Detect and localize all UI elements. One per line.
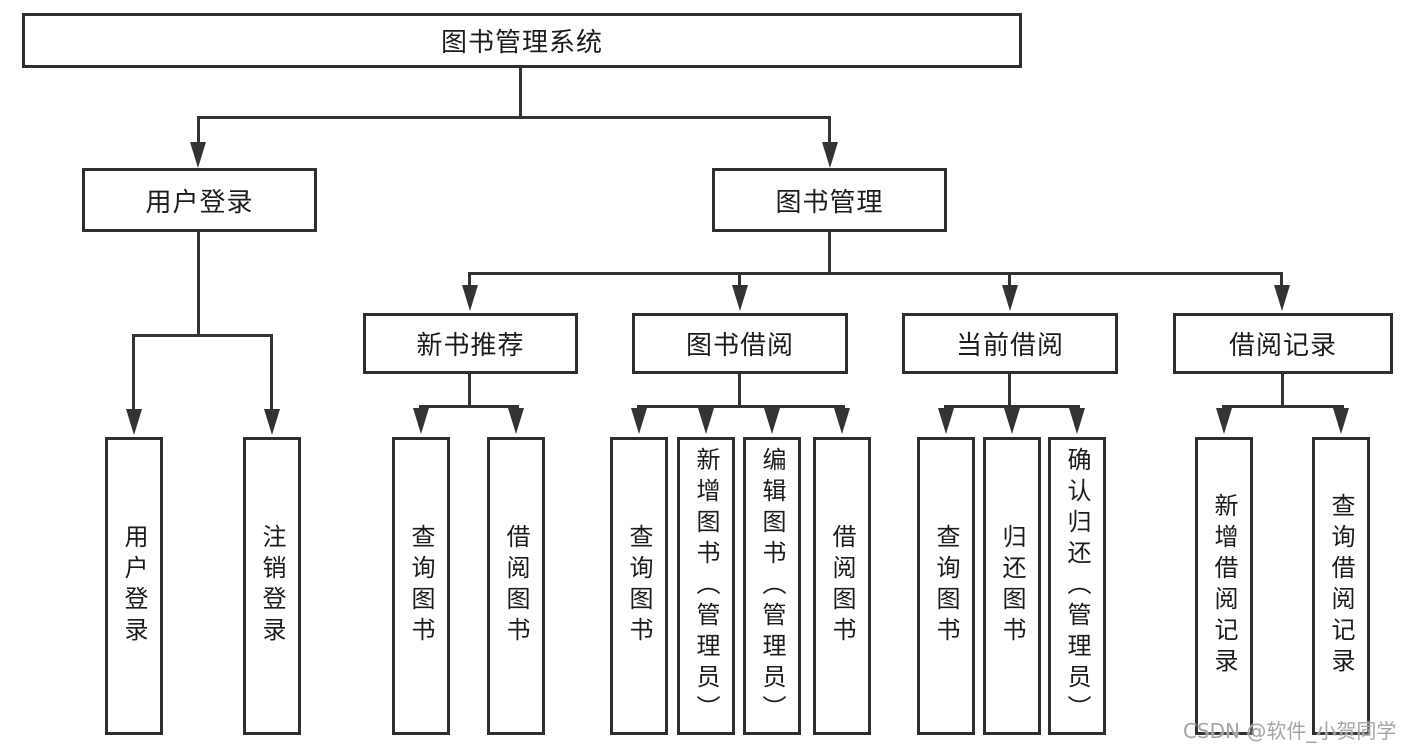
- leaf-query-book-current: 查询图书: [917, 437, 975, 735]
- arrow-down-icon: [1002, 285, 1018, 311]
- arrow-down-icon: [1333, 408, 1349, 434]
- node-new-book-recommend-label: 新书推荐: [416, 331, 525, 361]
- arrow-down-icon: [698, 408, 714, 434]
- arrow-down-icon: [732, 285, 748, 311]
- arrow-down-icon: [1216, 408, 1232, 434]
- connector-line: [519, 68, 522, 118]
- leaf-query-book-recommend: 查询图书: [392, 437, 450, 735]
- leaf-edit-book-admin-label: 编辑图书（管理员）: [758, 446, 786, 726]
- arrow-down-icon: [264, 409, 280, 435]
- connector-line: [1008, 272, 1011, 287]
- arrow-down-icon: [764, 408, 780, 434]
- leaf-add-book-admin: 新增图书（管理员）: [677, 437, 735, 735]
- leaf-confirm-return-admin: 确认归还（管理员）: [1048, 437, 1106, 735]
- node-current-borrow-label: 当前借阅: [955, 331, 1064, 361]
- leaf-logout: 注销登录: [243, 437, 301, 735]
- leaf-return-book-label: 归还图书: [998, 524, 1026, 648]
- arrow-down-icon: [413, 408, 429, 434]
- connector-line: [419, 405, 519, 408]
- connector-line: [468, 374, 471, 407]
- leaf-borrow-book-recommend-label: 借阅图书: [502, 524, 530, 648]
- connector-line: [738, 374, 741, 407]
- connector-line: [1008, 374, 1011, 407]
- leaf-query-borrow-record-label: 查询借阅记录: [1327, 493, 1355, 679]
- arrow-down-icon: [462, 285, 478, 311]
- connector-line: [1281, 374, 1284, 407]
- arrow-down-icon: [1069, 408, 1085, 434]
- node-current-borrow: 当前借阅: [902, 313, 1118, 374]
- connector-line: [132, 334, 273, 337]
- leaf-user-login: 用户登录: [105, 437, 163, 735]
- connector-line: [197, 116, 831, 119]
- connector-line: [1280, 272, 1283, 287]
- arrow-down-icon: [508, 408, 524, 434]
- arrow-down-icon: [631, 408, 647, 434]
- leaf-add-borrow-record-label: 新增借阅记录: [1210, 493, 1238, 679]
- connector-line: [944, 405, 1080, 408]
- connector-line: [637, 405, 845, 408]
- arrow-down-icon: [1004, 408, 1020, 434]
- node-book-borrow-label: 图书借阅: [685, 331, 794, 361]
- leaf-borrow-book-label: 借阅图书: [828, 524, 856, 648]
- arrow-down-icon: [938, 408, 954, 434]
- leaf-borrow-book-recommend: 借阅图书: [487, 437, 545, 735]
- leaf-query-borrow-record: 查询借阅记录: [1312, 437, 1370, 735]
- connector-line: [1222, 405, 1344, 408]
- leaf-return-book: 归还图书: [983, 437, 1041, 735]
- leaf-borrow-book: 借阅图书: [813, 437, 871, 735]
- connector-line: [738, 272, 741, 287]
- arrow-down-icon: [822, 142, 838, 168]
- connector-line: [270, 334, 273, 412]
- leaf-logout-label: 注销登录: [258, 524, 286, 648]
- leaf-query-book-current-label: 查询图书: [932, 524, 960, 648]
- leaf-user-login-label: 用户登录: [120, 524, 148, 648]
- connector-line: [132, 334, 135, 412]
- arrow-down-icon: [834, 408, 850, 434]
- node-library-system-label: 图书管理系统: [440, 28, 603, 58]
- arrow-down-icon: [1274, 285, 1290, 311]
- node-user-login-label: 用户登录: [145, 187, 254, 218]
- arrow-down-icon: [190, 142, 206, 168]
- node-book-manage-label: 图书管理: [775, 187, 884, 218]
- connector-line: [197, 116, 200, 144]
- node-book-manage: 图书管理: [712, 168, 947, 232]
- leaf-query-book-recommend-label: 查询图书: [407, 524, 435, 648]
- connector-line: [828, 232, 831, 274]
- leaf-confirm-return-admin-label: 确认归还（管理员）: [1063, 446, 1091, 726]
- node-new-book-recommend: 新书推荐: [363, 313, 578, 374]
- leaf-add-borrow-record: 新增借阅记录: [1195, 437, 1253, 735]
- connector-line: [468, 272, 471, 287]
- watermark: CSDN @软件_小贺同学: [1183, 719, 1397, 743]
- leaf-query-book-borrow-label: 查询图书: [625, 524, 653, 648]
- connector-line: [828, 116, 831, 144]
- leaf-edit-book-admin: 编辑图书（管理员）: [743, 437, 801, 735]
- node-library-system: 图书管理系统: [22, 13, 1022, 68]
- node-book-borrow: 图书借阅: [632, 313, 848, 374]
- node-borrow-record: 借阅记录: [1173, 313, 1393, 374]
- connector-line: [468, 272, 1283, 275]
- arrow-down-icon: [126, 409, 142, 435]
- connector-line: [197, 232, 200, 336]
- node-borrow-record-label: 借阅记录: [1228, 331, 1337, 361]
- node-user-login: 用户登录: [82, 168, 317, 232]
- leaf-query-book-borrow: 查询图书: [610, 437, 668, 735]
- leaf-add-book-admin-label: 新增图书（管理员）: [692, 446, 720, 726]
